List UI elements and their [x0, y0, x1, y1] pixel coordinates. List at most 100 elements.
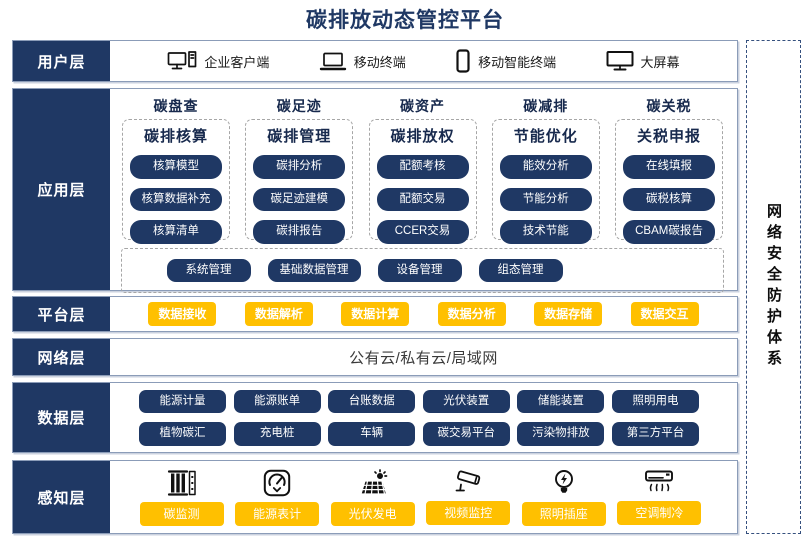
app-column-box: 关税申报 在线填报 碳税核算 CBAM碳报告	[615, 119, 723, 244]
carbon-monitor-icon	[167, 469, 197, 497]
platform-items: 数据接收 数据解析 数据计算 数据分析 数据存储 数据交互	[110, 297, 737, 331]
perception-item-air-conditioning: 空调制冷	[617, 469, 702, 525]
data-item: 台账数据	[328, 389, 416, 413]
app-common-item: 系统管理	[166, 258, 251, 283]
app-item: CBAM碳报告	[623, 220, 715, 244]
perception-item-label: 能源表计	[235, 501, 320, 526]
app-column-subtitle: 碳排核算	[143, 128, 208, 145]
app-common-management-box: 系统管理 基础数据管理 设备管理 组态管理	[121, 248, 724, 293]
platform-item: 数据交互	[630, 302, 699, 326]
energy-meter-icon	[263, 469, 291, 497]
perception-item-label: 照明插座	[521, 501, 606, 526]
platform-layer-label: 平台层	[13, 297, 110, 331]
user-layer-row: 用户层 企业客户端	[12, 40, 738, 82]
app-column-box: 碳排放权 配额考核 配额交易 CCER交易	[368, 119, 477, 244]
app-common-item: 设备管理	[377, 258, 462, 283]
data-item: 碳交易平台	[422, 422, 510, 446]
app-column-carbon-footprint: 碳足迹 碳排管理 碳排分析 碳足迹建模 碳排报告	[245, 96, 354, 244]
perception-layer-row: 感知层	[12, 460, 738, 534]
user-item-smart-mobile-terminal: 移动智能终端	[455, 49, 556, 73]
data-item: 充电桩	[233, 422, 321, 446]
platform-item: 数据分析	[437, 302, 506, 326]
app-column-header: 碳资产	[400, 98, 445, 114]
platform-item: 数据计算	[341, 302, 410, 326]
app-item: 技术节能	[499, 220, 592, 244]
app-common-item: 组态管理	[478, 258, 563, 283]
app-item: 配额考核	[376, 155, 469, 179]
app-column-header: 碳减排	[523, 98, 569, 114]
perception-item-energy-meter: 能源表计	[235, 469, 320, 526]
smartphone-icon	[455, 49, 471, 73]
app-column-subtitle: 节能优化	[513, 128, 578, 145]
app-item: 核算清单	[130, 220, 222, 244]
desktop-computer-icon	[167, 50, 197, 73]
app-item: 核算模型	[130, 155, 222, 179]
user-layer-label: 用户层	[13, 41, 110, 81]
user-item-label: 大屏幕	[640, 54, 680, 70]
app-column-subtitle: 碳排放权	[390, 128, 455, 145]
app-common-item: 基础数据管理	[267, 258, 361, 283]
user-item-big-screen: 大屏幕	[606, 50, 680, 73]
data-item: 第三方平台	[611, 422, 699, 446]
data-item: 照明用电	[611, 389, 699, 413]
user-item-label: 企业客户端	[204, 54, 270, 70]
security-system-label: 网络安全防护体系	[765, 203, 782, 371]
perception-item-lighting-socket: 照明插座	[521, 469, 606, 526]
application-layer-row: 应用层 碳盘查 碳排核算 核算模型 核算数据补充 核算清单 碳足迹 碳排管理	[12, 88, 738, 293]
security-system-box: 网络安全防护体系	[746, 40, 801, 534]
application-columns: 碳盘查 碳排核算 核算模型 核算数据补充 核算清单 碳足迹 碳排管理 碳排分析 …	[110, 89, 737, 244]
air-conditioner-icon	[643, 469, 675, 496]
app-item: 能效分析	[499, 155, 592, 179]
perception-item-video-surveillance: 视频监控	[426, 469, 511, 525]
app-column-carbon-asset: 碳资产 碳排放权 配额考核 配额交易 CCER交易	[368, 96, 477, 244]
perception-layer-label: 感知层	[13, 461, 110, 533]
application-layer-label: 应用层	[13, 89, 110, 290]
perception-item-label: 视频监控	[426, 501, 511, 525]
perception-item-label: 光伏发电	[330, 501, 415, 526]
data-item: 光伏装置	[422, 389, 510, 413]
app-item: 碳排报告	[253, 220, 346, 244]
platform-item: 数据解析	[244, 302, 313, 326]
solar-panel-icon	[357, 468, 389, 497]
network-layer-content: 公有云/私有云/局域网	[349, 349, 498, 367]
app-column-subtitle: 碳排管理	[267, 128, 332, 145]
perception-item-carbon-monitoring: 碳监测	[139, 469, 224, 526]
perception-item-label: 空调制冷	[617, 501, 702, 525]
app-column-header: 碳关税	[646, 98, 692, 114]
app-column-carbon-reduction: 碳减排 节能优化 能效分析 节能分析 技术节能	[491, 96, 600, 244]
app-column-box: 碳排核算 核算模型 核算数据补充 核算清单	[122, 119, 230, 244]
app-item: 配额交易	[376, 187, 469, 211]
data-item: 车辆	[328, 422, 416, 446]
data-layer-grid: 能源计量 能源账单 台账数据 光伏装置 储能装置 照明用电 植物碳汇 充电桩 车…	[110, 383, 737, 452]
platform-item: 数据存储	[534, 302, 603, 326]
network-layer-row: 网络层 公有云/私有云/局域网	[12, 338, 738, 376]
user-item-enterprise-client: 企业客户端	[167, 50, 269, 73]
app-item: CCER交易	[376, 220, 469, 244]
app-item: 碳足迹建模	[253, 187, 346, 211]
app-column-header: 碳盘查	[153, 98, 199, 114]
platform-layer-row: 平台层 数据接收 数据解析 数据计算 数据分析 数据存储 数据交互	[12, 296, 738, 332]
user-layer-items: 企业客户端 移动终端	[110, 41, 737, 81]
app-column-header: 碳足迹	[276, 98, 322, 114]
app-column-box: 碳排管理 碳排分析 碳足迹建模 碳排报告	[245, 119, 354, 244]
app-item: 节能分析	[499, 187, 592, 211]
data-item: 能源计量	[139, 389, 226, 413]
perception-items: 碳监测 能源表计	[110, 461, 737, 533]
platform-item: 数据接收	[148, 302, 217, 326]
app-column-subtitle: 关税申报	[636, 128, 701, 145]
user-item-label: 移动终端	[353, 54, 406, 70]
data-layer-label: 数据层	[13, 383, 110, 452]
app-item: 核算数据补充	[130, 187, 222, 211]
network-layer-label: 网络层	[13, 339, 110, 375]
app-item: 碳排分析	[253, 155, 346, 179]
app-item: 碳税核算	[623, 187, 715, 211]
data-item: 能源账单	[233, 389, 321, 413]
app-column-carbon-inventory: 碳盘查 碳排核算 核算模型 核算数据补充 核算清单	[122, 96, 230, 244]
laptop-icon	[319, 51, 347, 72]
app-column-box: 节能优化 能效分析 节能分析 技术节能	[491, 119, 600, 244]
user-item-label: 移动智能终端	[478, 54, 557, 70]
cctv-camera-icon	[452, 469, 484, 496]
big-screen-icon	[606, 50, 634, 73]
data-item: 污染物排放	[517, 422, 605, 446]
